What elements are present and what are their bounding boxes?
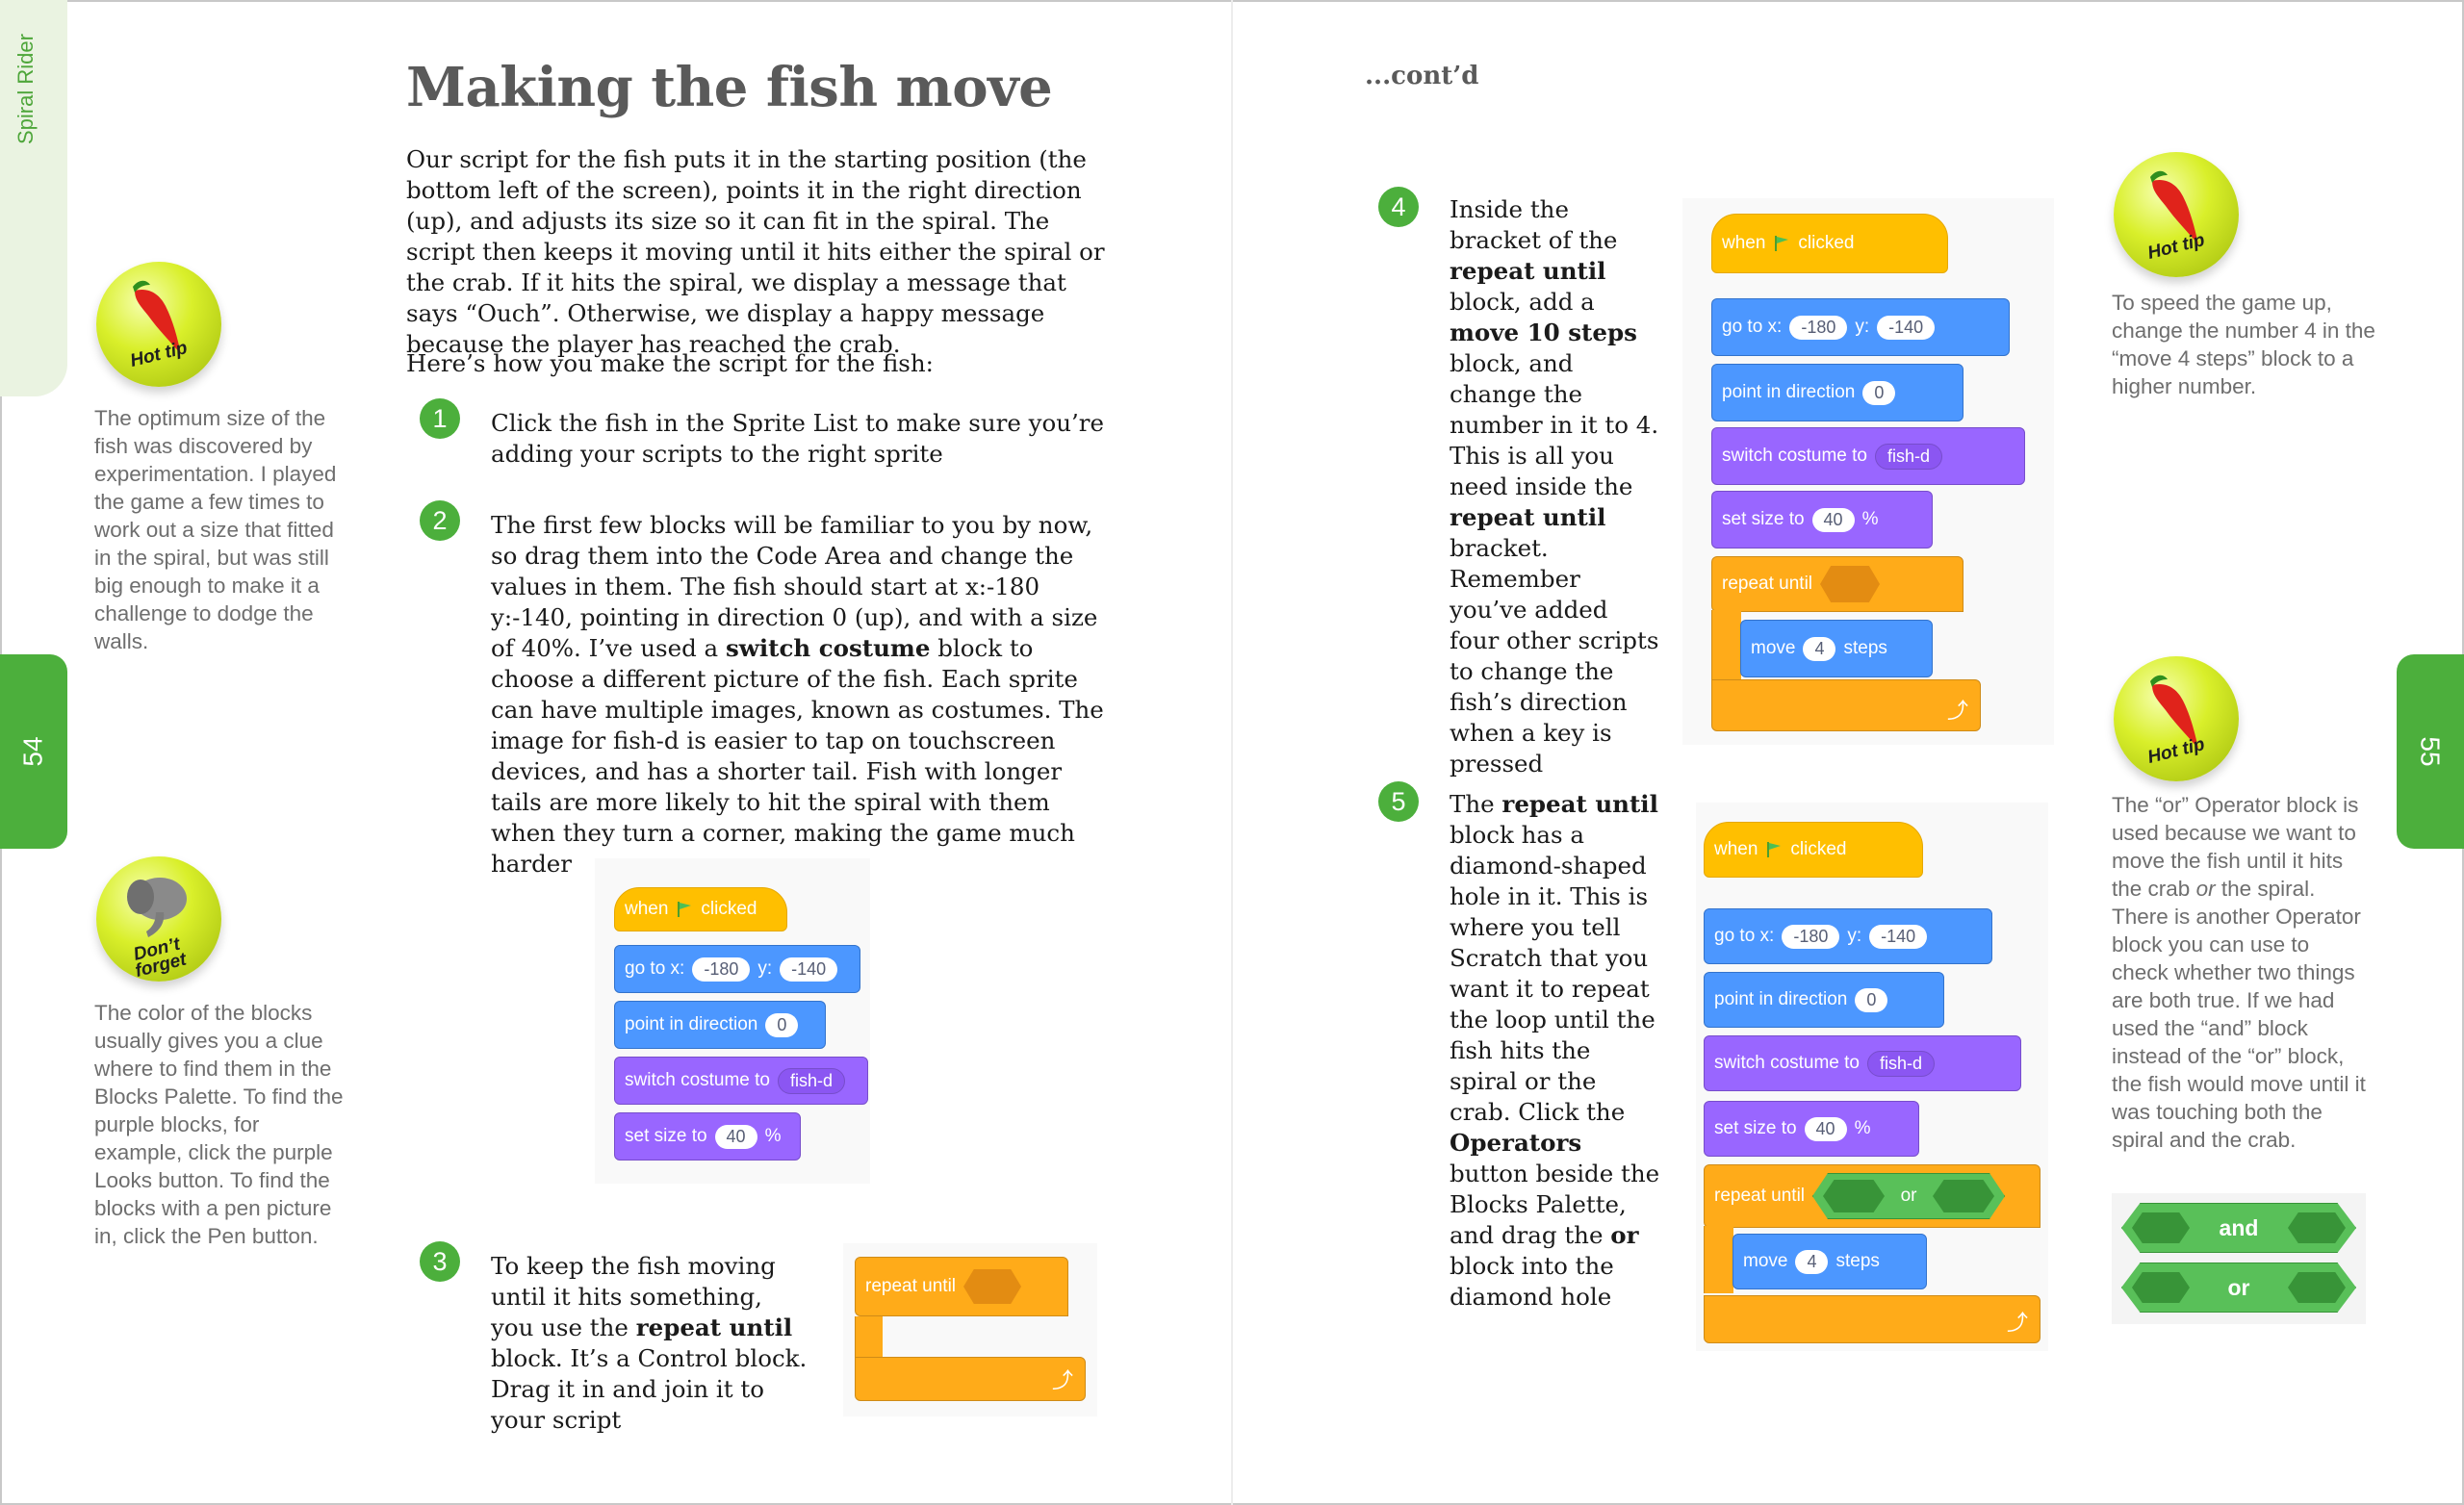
step-number: 3 <box>420 1241 460 1282</box>
howto-line: Here’s how you make the script for the f… <box>406 349 934 377</box>
when-flag-clicked-block: when clicked <box>614 887 787 931</box>
step-4-text: Inside the bracket of the repeat until b… <box>1450 195 1659 778</box>
page-number-left: 54 <box>0 654 67 849</box>
and-or-blocks-screenshot: and or <box>2112 1193 2366 1324</box>
step-1-text: Click the fish in the Sprite List to mak… <box>491 409 1105 468</box>
when-flag-clicked-block: when clicked <box>1704 822 1923 878</box>
step-3-text: To keep the fish moving until it hits so… <box>491 1252 808 1434</box>
elephant-icon <box>127 878 187 937</box>
or-operator-block: or <box>2121 1263 2356 1313</box>
page-title: Making the fish move <box>406 56 1053 119</box>
page-number-right: 55 <box>2397 654 2464 849</box>
repeat-bracket-arm <box>1711 610 1741 687</box>
loop-arrow-icon: ⤴ <box>1946 699 1968 723</box>
tip-text: The “or” Operator block is used because … <box>2112 793 2366 1152</box>
repeat-until-block: repeat until <box>855 1257 1068 1316</box>
and-operator-block: and <box>2121 1203 2356 1253</box>
or-operator-block: or <box>1812 1173 2006 1219</box>
repeat-until-block: repeat until or <box>1704 1164 2040 1228</box>
repeat-bracket-bottom: ⤴ <box>855 1357 1086 1401</box>
section-tab <box>0 0 67 396</box>
repeat-until-block: repeat until <box>1711 556 1964 612</box>
hot-tip-badge: Hot tip <box>96 262 221 387</box>
repeat-bracket-bottom: ⤴ <box>1711 679 1981 731</box>
tip-text: The optimum size of the fish was discove… <box>94 406 337 653</box>
green-flag-icon <box>678 902 692 917</box>
repeat-bracket-arm <box>1704 1226 1733 1293</box>
step-number: 5 <box>1378 781 1419 822</box>
repeat-until-screenshot: repeat until ⤴ <box>843 1243 1097 1416</box>
step-2-text: The first few blocks will be familiar to… <box>491 511 1104 878</box>
step-5-text: The repeat until block has a diamond-sha… <box>1450 790 1660 1311</box>
spine-divider <box>1231 0 1233 1505</box>
tip-text: The color of the blocks usually gives yo… <box>94 1001 344 1248</box>
green-flag-icon <box>1767 842 1782 857</box>
step-number: 1 <box>420 398 460 439</box>
chili-pepper-icon <box>133 280 181 354</box>
step-number: 4 <box>1378 187 1419 227</box>
hot-tip-badge: Hot tip <box>2114 656 2239 781</box>
hot-tip-badge: Hot tip <box>2114 152 2239 277</box>
chili-pepper-icon <box>2150 170 2198 244</box>
green-flag-icon <box>1775 236 1789 251</box>
continued-heading: ...cont’d <box>1365 62 1479 90</box>
tip-text: To speed the game up, change the number … <box>2112 291 2375 398</box>
intro-paragraph: Our script for the fish puts it in the s… <box>406 145 1105 358</box>
section-tab-label: Spiral Rider <box>13 34 38 144</box>
step-number: 2 <box>420 500 460 541</box>
loop-arrow-icon: ⤴ <box>2006 1311 2028 1335</box>
repeat-bracket-arm <box>855 1316 883 1365</box>
chili-pepper-icon <box>2150 675 2198 749</box>
repeat-bracket-bottom: ⤴ <box>1704 1295 2040 1343</box>
loop-arrow-icon: ⤴ <box>1051 1368 1073 1392</box>
when-flag-clicked-block: when clicked <box>1711 214 1948 273</box>
